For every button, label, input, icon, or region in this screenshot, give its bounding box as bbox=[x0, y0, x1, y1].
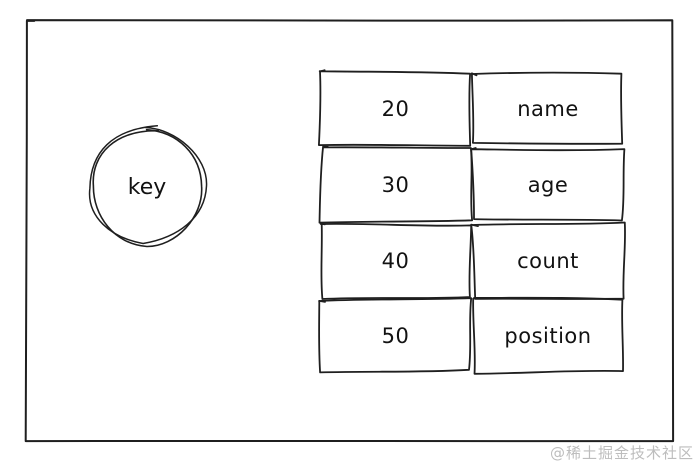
table-cell-value: 40 bbox=[381, 248, 410, 273]
table-cell-box bbox=[318, 145, 473, 224]
table-cell-value: 50 bbox=[381, 323, 410, 348]
table-cell-box bbox=[471, 71, 624, 145]
table-cell-value: 30 bbox=[381, 172, 410, 197]
table-cell-box bbox=[318, 69, 472, 147]
table-cell-box bbox=[470, 221, 626, 300]
table-cell-field: name bbox=[517, 96, 579, 121]
table-cell-field: position bbox=[504, 323, 592, 348]
table-cell-field: count bbox=[517, 248, 579, 273]
watermark: @稀土掘金技术社区 bbox=[549, 444, 694, 462]
table-cell-value: 20 bbox=[381, 96, 410, 121]
table-cell-box bbox=[470, 147, 626, 222]
key-circle-overstroke bbox=[88, 125, 208, 245]
key-label: key bbox=[127, 174, 167, 200]
table-cell-box bbox=[472, 296, 624, 375]
key-circle bbox=[92, 128, 203, 248]
table-grid bbox=[318, 69, 626, 375]
table-cell-box bbox=[319, 222, 473, 300]
table-cell-field: age bbox=[527, 172, 569, 197]
table-cell-box bbox=[318, 297, 473, 374]
outer-frame-border bbox=[24, 19, 675, 443]
